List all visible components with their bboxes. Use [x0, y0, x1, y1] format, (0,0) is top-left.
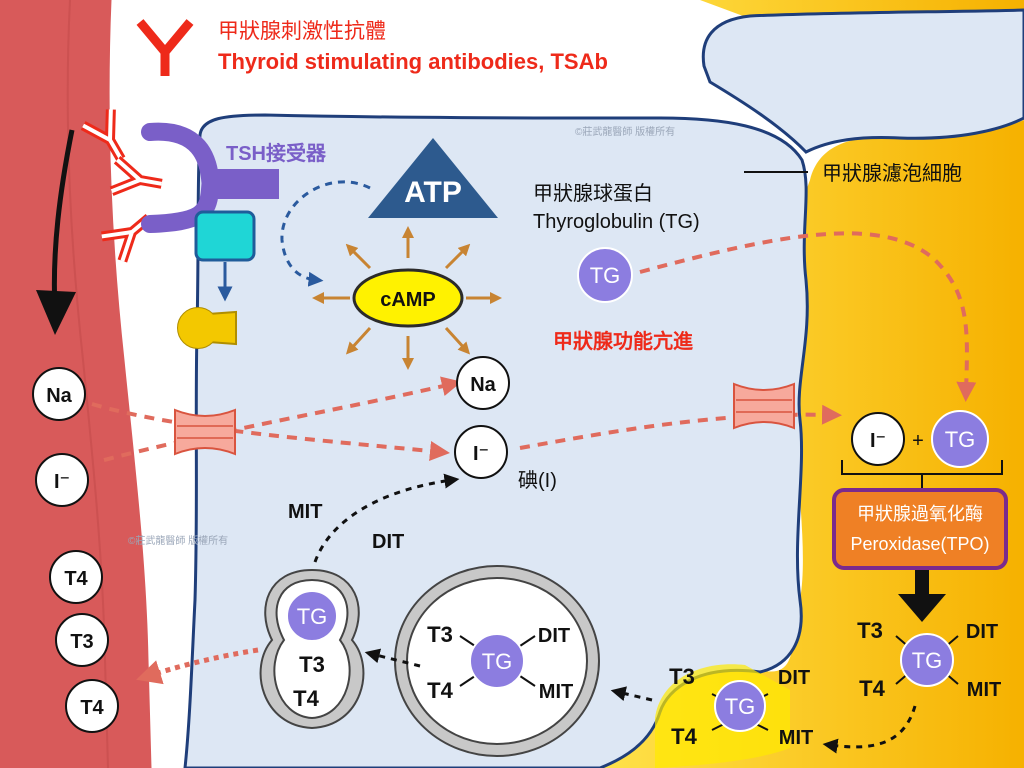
- colloid-right-t3: T3: [857, 618, 883, 643]
- secreting-vesicle-t4: T4: [293, 686, 319, 711]
- iodinated-tg-right: TG T3 T4 DIT MIT: [857, 618, 1001, 701]
- follicular-cell-text: 甲狀腺濾泡細胞: [822, 162, 962, 185]
- cell-iodide: I⁻: [454, 425, 508, 479]
- header-title-zh: 甲狀腺刺激性抗體: [218, 20, 386, 43]
- reaction-iodide-label: I⁻: [870, 430, 886, 452]
- tg-label: TG: [725, 694, 756, 719]
- recycling-arrow: [313, 473, 460, 563]
- camp-label: cAMP: [380, 289, 436, 311]
- blood-na-label: Na: [46, 385, 72, 407]
- follicular-cell-label: 甲狀腺濾泡細胞: [744, 162, 962, 185]
- tsh-receptor: TSH接受器: [141, 122, 327, 349]
- adenylyl-cyclase: [177, 307, 237, 349]
- recycle-dit-label: DIT: [372, 531, 404, 553]
- adjacent-cell-top-right: [701, 8, 1024, 154]
- reaction-iodide: I⁻: [851, 412, 905, 466]
- cell-iodide-label: I⁻: [473, 443, 489, 465]
- receptor-label: TSH接受器: [226, 141, 327, 165]
- cell-na: Na: [456, 356, 510, 410]
- thyroglobulin-label: 甲狀腺球蛋白 Thyroglobulin (TG): [533, 182, 700, 233]
- hormone-release-arrow: [136, 647, 259, 685]
- tg-label: TG: [590, 263, 621, 288]
- tg-to-colloid-arrow: [639, 231, 977, 402]
- blood-hormone-label: T3: [70, 631, 93, 653]
- nis-symporter: [174, 408, 236, 456]
- tg-label-en: Thyroglobulin (TG): [533, 211, 700, 233]
- colloid-to-lower-arrow: [822, 705, 917, 754]
- colloid-lower-t4: T4: [671, 724, 697, 749]
- iodine-label: 碘(I): [518, 469, 557, 492]
- vesicle-t3: T3: [427, 622, 453, 647]
- secreting-vesicle: TG T3 T4: [259, 568, 365, 730]
- reaction-plus: +: [912, 430, 924, 452]
- reaction-group: I⁻ + TG 甲狀腺過氧化酶 Peroxidase(TPO): [832, 410, 1008, 622]
- recycle-mit-label: MIT: [288, 501, 322, 523]
- blood-iodide-label: I⁻: [54, 471, 70, 493]
- tg-label: TG: [297, 604, 328, 629]
- colloid-lower-dit: DIT: [778, 667, 810, 689]
- iodinated-tg-lower: TG T3 T4 DIT MIT: [655, 664, 813, 768]
- endocytic-vesicle: TG T3 T4 DIT MIT: [394, 565, 600, 757]
- atp-triangle: [368, 138, 498, 218]
- atp-label: ATP: [404, 176, 462, 209]
- iodide-uptake-path: [91, 402, 450, 461]
- blood-na: Na: [32, 367, 86, 421]
- blood-hormone-label: T4: [80, 697, 104, 719]
- watermark-left: ©莊武龍醫師 版權所有: [128, 534, 228, 547]
- atp-to-camp-arrow: [280, 180, 371, 287]
- hyperfunction-label: 甲狀腺功能亢進: [553, 329, 693, 353]
- antibody-icon: [136, 19, 194, 76]
- watermark-top: ©莊武龍醫師 版權所有: [575, 125, 675, 138]
- blood-hormone-label: T4: [64, 568, 88, 590]
- blood-flow-arrow: [36, 129, 76, 335]
- tpo-label-zh: 甲狀腺過氧化酶: [857, 504, 983, 524]
- vesicle-to-secretion-arrow: [364, 648, 421, 668]
- vesicle-dit: DIT: [538, 625, 570, 647]
- vesicle-t4: T4: [427, 678, 453, 703]
- colloid-lower-t3: T3: [669, 664, 695, 689]
- colloid-right-t4: T4: [859, 676, 885, 701]
- blood-hormone-t4-a: T4: [49, 550, 103, 604]
- pendrin-channel: [733, 382, 795, 430]
- camp-group: cAMP: [312, 226, 502, 370]
- tg-label: TG: [482, 649, 513, 674]
- tg-label: TG: [912, 648, 943, 673]
- blood-iodide: I⁻: [35, 453, 89, 507]
- g-protein: [194, 210, 256, 262]
- tpo-box: [832, 488, 1008, 570]
- blood-hormone-t3: T3: [55, 613, 109, 667]
- header: 甲狀腺刺激性抗體 Thyroid stimulating antibodies,…: [136, 19, 608, 76]
- reaction-tg-label: TG: [945, 427, 976, 452]
- camp-radiating-arrows: [312, 226, 502, 370]
- cell-na-label: Na: [470, 374, 496, 396]
- vesicle-mit: MIT: [539, 681, 573, 703]
- reaction-tg: TG: [931, 410, 989, 468]
- lower-to-vesicle-arrow: [610, 686, 653, 702]
- secreting-vesicle-t3: T3: [299, 652, 325, 677]
- tg-label-zh: 甲狀腺球蛋白: [533, 182, 653, 205]
- antibody-icon: [80, 109, 126, 162]
- tpo-label-en: Peroxidase(TPO): [850, 534, 989, 554]
- colloid-lower-mit: MIT: [779, 727, 813, 749]
- antibody-icon: [109, 155, 163, 196]
- tg-molecule-cell: TG: [577, 247, 633, 303]
- sodium-uptake-path: [103, 376, 462, 462]
- header-title-en: Thyroid stimulating antibodies, TSAb: [218, 49, 608, 74]
- camp-ellipse: [352, 268, 464, 328]
- atp-group: ATP: [280, 138, 498, 287]
- tpo-arrow-head: [898, 594, 946, 622]
- blood-hormone-t4-b: T4: [65, 679, 119, 733]
- colloid-right-mit: MIT: [967, 679, 1001, 701]
- colloid-right-dit: DIT: [966, 621, 998, 643]
